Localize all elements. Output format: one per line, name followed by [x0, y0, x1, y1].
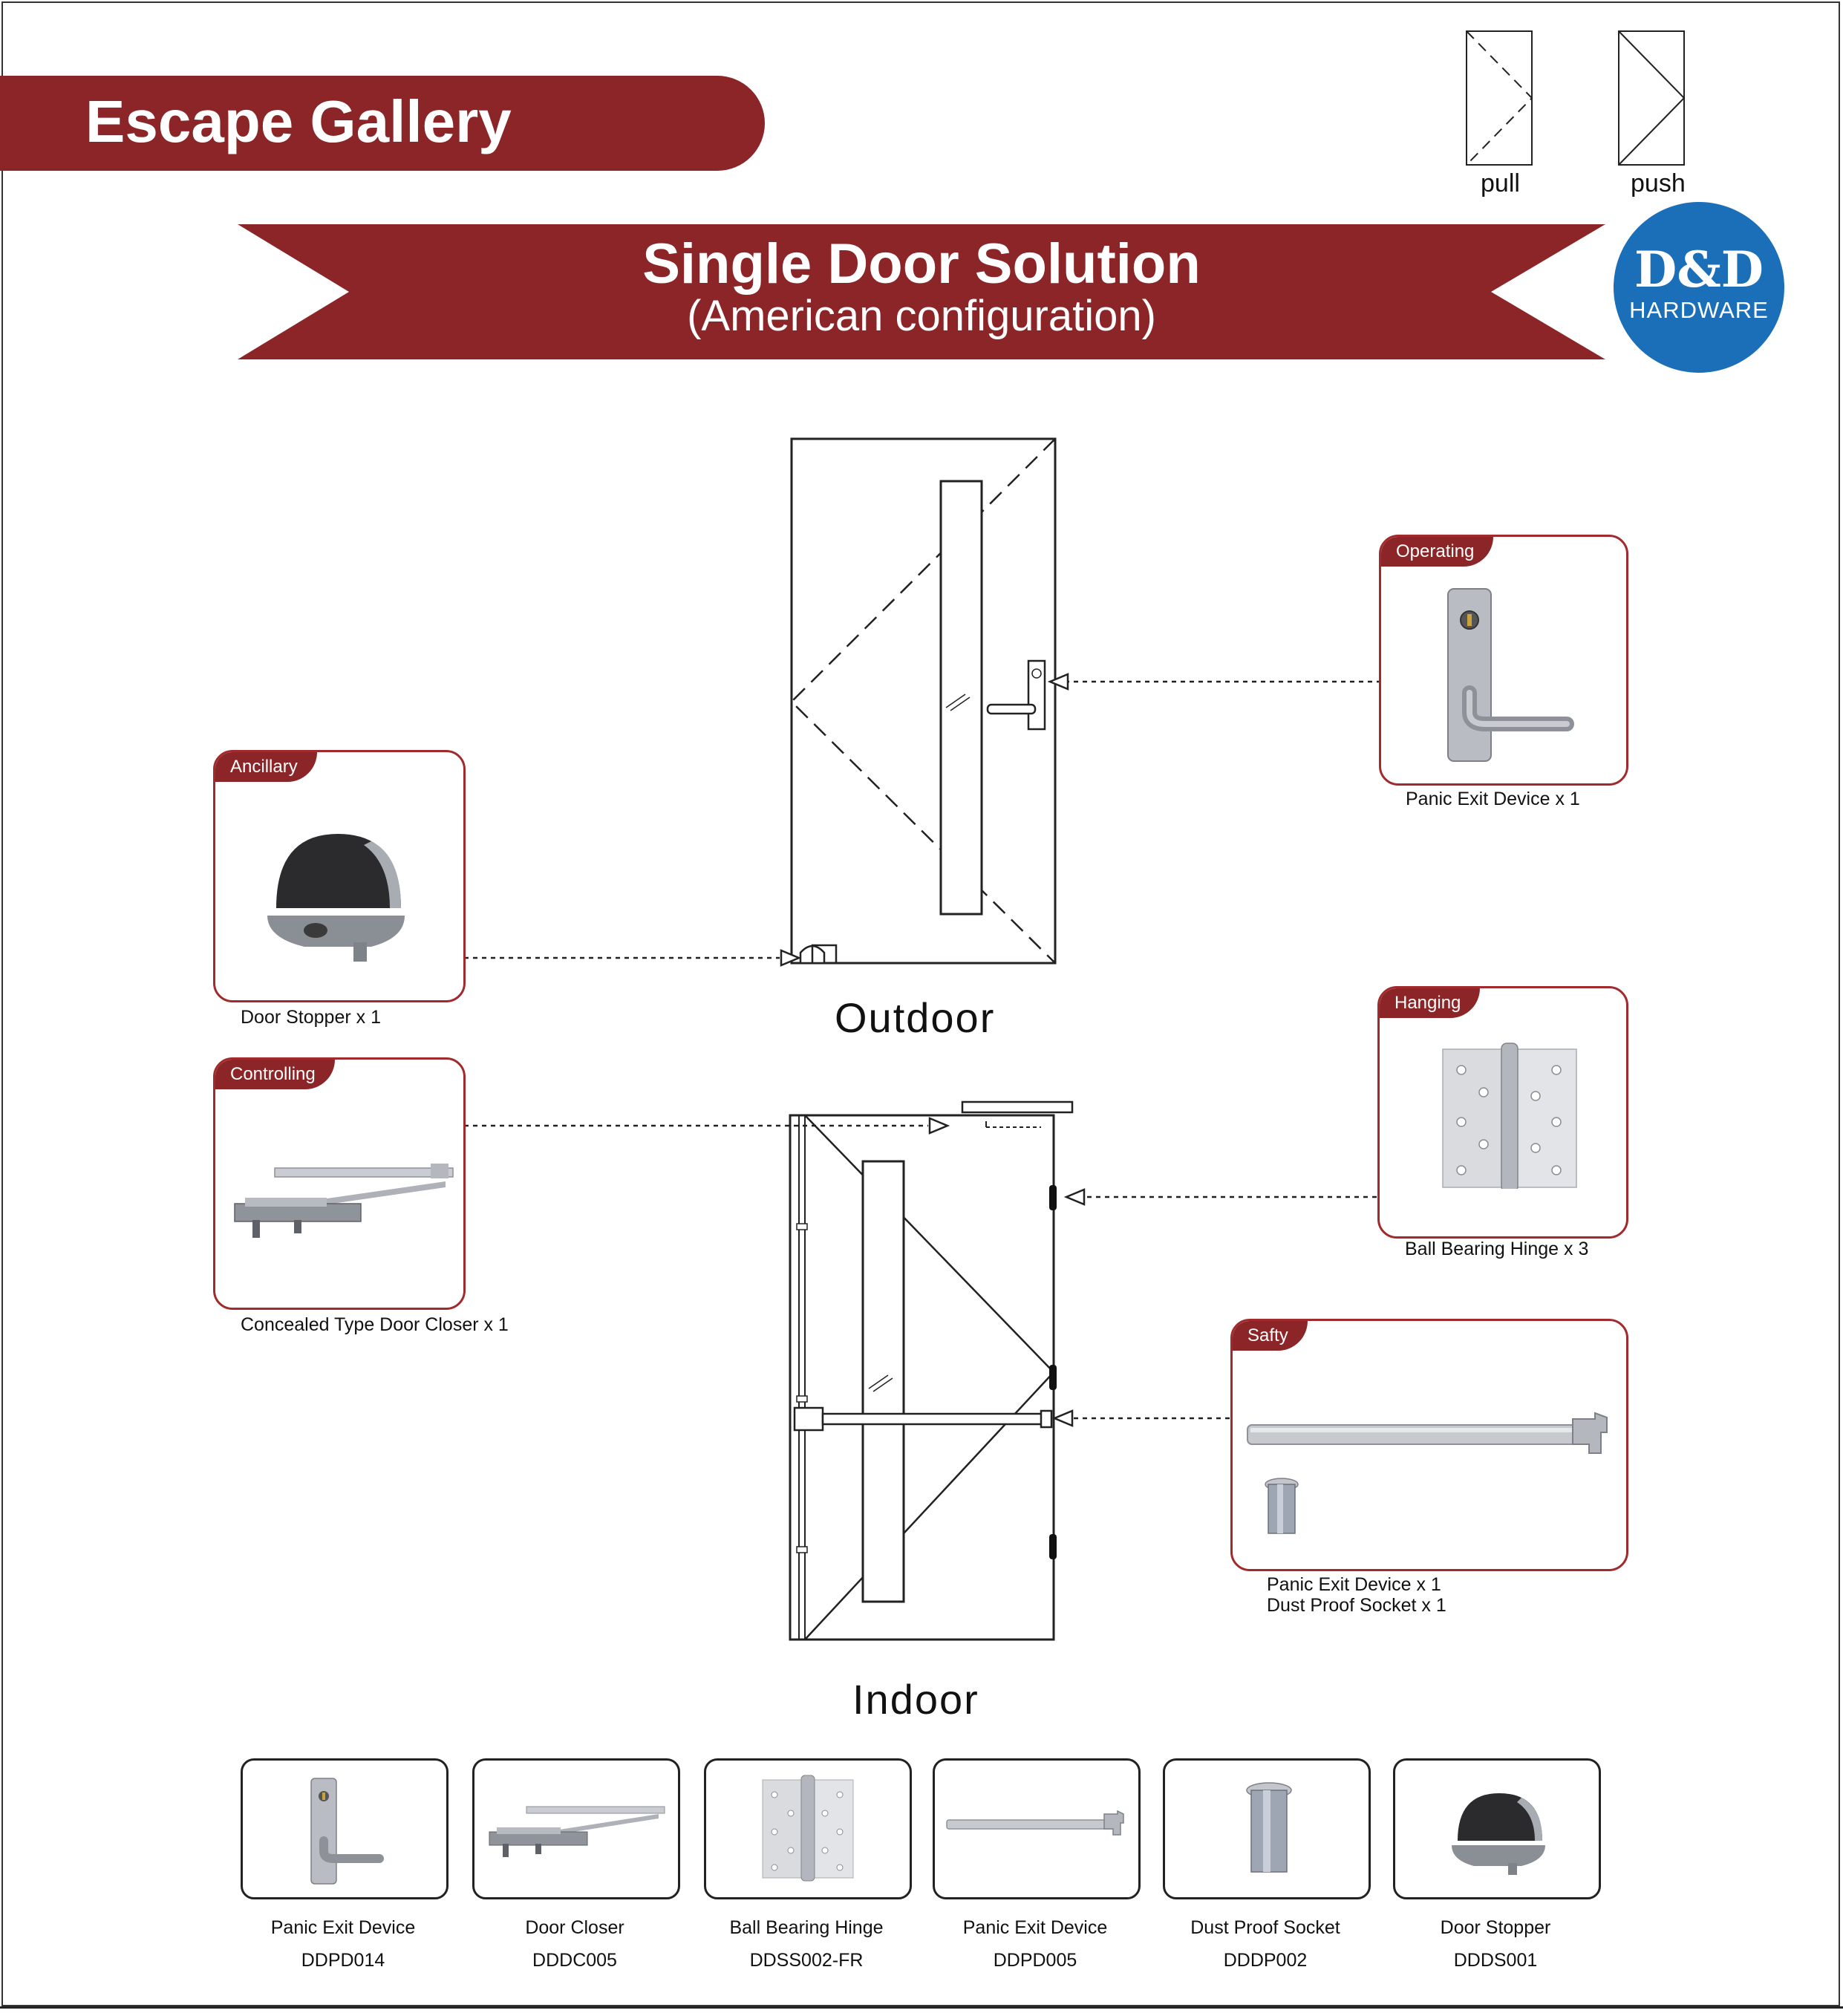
page-title: Escape Gallery — [85, 88, 512, 154]
hanging-caption: Ball Bearing Hinge x 3 — [1405, 1239, 1589, 1259]
outdoor-label: Outdoor — [835, 994, 996, 1041]
product-card-3 — [704, 1758, 912, 1899]
operating-tag: Operating — [1381, 537, 1494, 567]
panic-bar-icon — [1247, 1412, 1608, 1454]
outdoor-door-leaf — [790, 437, 1057, 965]
product-card-5 — [1163, 1758, 1371, 1899]
outdoor-door-diagram — [790, 437, 1057, 965]
swing-legend — [1466, 30, 1686, 166]
product-code-5: DDDP002 — [1223, 1950, 1308, 1971]
product-name-3: Ball Bearing Hinge — [729, 1917, 884, 1938]
ancillary-tag: Ancillary — [215, 752, 317, 782]
indoor-vision-panel — [861, 1160, 905, 1603]
product-name-1: Panic Exit Device — [270, 1917, 416, 1938]
product-card-4 — [933, 1758, 1141, 1899]
product-code-6: DDDS001 — [1453, 1950, 1538, 1971]
safety-caption-line1: Panic Exit Device x 1 — [1267, 1574, 1441, 1595]
safety-card: Safty — [1230, 1319, 1628, 1571]
hinge-icon — [1442, 1043, 1577, 1189]
pull-label: pull — [1481, 169, 1520, 198]
controlling-caption: Concealed Type Door Closer x 1 — [241, 1314, 509, 1335]
safety-caption-line2: Dust Proof Socket x 1 — [1267, 1595, 1446, 1616]
ancillary-caption: Door Stopper x 1 — [241, 1007, 381, 1028]
door-closer-icon — [234, 1164, 454, 1238]
controlling-card: Controlling — [213, 1057, 466, 1310]
hinge-marks — [1049, 1185, 1057, 1559]
operating-caption: Panic Exit Device x 1 — [1406, 789, 1580, 809]
lever-handle-icon — [1447, 588, 1574, 762]
dust-socket-icon — [1246, 1782, 1292, 1873]
indoor-label: Indoor — [852, 1676, 979, 1723]
product-name-4: Panic Exit Device — [962, 1917, 1108, 1938]
product-code-4: DDPD005 — [993, 1950, 1077, 1971]
hanging-tag: Hanging — [1380, 988, 1481, 1018]
product-code-1: DDPD014 — [301, 1950, 385, 1971]
logo-main-text: D&D — [1634, 241, 1764, 299]
product-card-6 — [1393, 1758, 1601, 1899]
banner-title: Single Door Solution — [642, 232, 1201, 296]
push-label: push — [1631, 169, 1686, 198]
push-bar — [793, 1406, 1053, 1432]
door-stopper-icon — [1452, 1793, 1545, 1875]
controlling-tag: Controlling — [215, 1060, 335, 1089]
hinge-icon — [762, 1775, 854, 1882]
title-pill — [0, 76, 765, 171]
indoor-door-leaf — [789, 1114, 1055, 1641]
banner-subtitle: (American configuration) — [687, 292, 1156, 340]
product-name-6: Door Stopper — [1440, 1917, 1551, 1938]
pull-icon — [1466, 30, 1533, 166]
outdoor-lever-handle — [986, 659, 1046, 731]
safety-tag: Safty — [1233, 1321, 1308, 1351]
ribbon-banner — [238, 224, 1605, 359]
product-code-3: DDSS002-FR — [749, 1950, 864, 1971]
product-name-5: Dust Proof Socket — [1190, 1917, 1340, 1938]
dust-socket-icon — [1265, 1478, 1299, 1534]
bottom-rule — [0, 2006, 1843, 2009]
product-card-2 — [472, 1758, 680, 1899]
vertical-rod — [796, 1115, 808, 1640]
hanging-card: Hanging — [1377, 986, 1628, 1239]
operating-card: Operating — [1379, 535, 1628, 786]
ancillary-card: Ancillary — [213, 750, 466, 1002]
product-name-2: Door Closer — [525, 1917, 624, 1938]
closer-symbol — [961, 1100, 1074, 1114]
brand-logo: D&D HARDWARE — [1614, 202, 1784, 373]
product-card-1 — [241, 1758, 448, 1899]
indoor-door-diagram — [789, 1100, 1074, 1641]
lever-handle-icon — [310, 1778, 384, 1885]
logo-sub-text: HARDWARE — [1629, 297, 1769, 323]
panic-bar-icon — [946, 1810, 1124, 1836]
push-icon — [1618, 30, 1686, 166]
door-stopper-icon — [267, 834, 405, 962]
door-closer-icon — [489, 1806, 665, 1857]
product-code-2: DDDC005 — [532, 1950, 617, 1971]
